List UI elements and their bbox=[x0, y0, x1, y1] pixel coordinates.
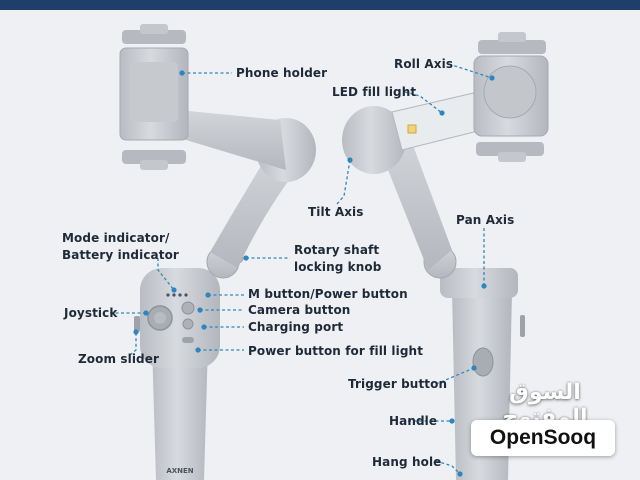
led-indicator-part bbox=[407, 124, 417, 134]
clamp-grip-top bbox=[140, 24, 168, 34]
label-handle: Handle bbox=[389, 414, 438, 428]
label-rotary-line2: locking knob bbox=[294, 260, 382, 274]
label-rotary-line1: Rotary shaft bbox=[294, 243, 380, 257]
right-side-slot bbox=[520, 315, 525, 337]
handle-logo: AXNEN bbox=[166, 467, 193, 475]
label-led-fill-light: LED fill light bbox=[332, 85, 417, 99]
phone-holder-plate bbox=[130, 62, 178, 122]
top-frame-bar bbox=[0, 0, 640, 10]
right-clamp-grip-top bbox=[498, 32, 526, 42]
leader-led bbox=[404, 91, 443, 114]
indicator-dot bbox=[184, 293, 188, 297]
clamp-top bbox=[122, 30, 186, 44]
clamp-bottom bbox=[122, 150, 186, 164]
label-phone-holder: Phone holder bbox=[236, 66, 328, 80]
left-gimbal: AXNEN bbox=[119, 24, 316, 480]
left-roll-arm bbox=[178, 110, 286, 170]
label-trigger-button: Trigger button bbox=[348, 377, 448, 391]
label-fill-light-power: Power button for fill light bbox=[248, 344, 424, 358]
zoom-slider-part bbox=[134, 316, 140, 332]
label-mode-indicator: Mode indicator/ Battery indicator bbox=[62, 230, 179, 264]
indicator-dot bbox=[166, 293, 170, 297]
leader-zoom bbox=[129, 332, 137, 356]
leader-tilt bbox=[336, 159, 351, 205]
label-rotary-knob: Rotary shaft locking knob bbox=[294, 242, 381, 276]
label-roll-axis: Roll Axis bbox=[394, 57, 454, 71]
leader-lines bbox=[110, 63, 493, 475]
joystick-cap bbox=[154, 312, 166, 324]
label-mode-indicator-line2: Battery indicator bbox=[62, 248, 179, 262]
label-mode-indicator-line1: Mode indicator/ bbox=[62, 231, 170, 245]
left-control-head bbox=[140, 268, 220, 368]
leader-mode-indicator bbox=[157, 258, 175, 291]
label-camera-button: Camera button bbox=[248, 303, 351, 317]
clamp-grip-bottom bbox=[140, 160, 168, 170]
m-button-part bbox=[181, 301, 195, 315]
label-zoom-slider: Zoom slider bbox=[78, 352, 159, 366]
label-tilt-axis: Tilt Axis bbox=[308, 205, 364, 219]
right-clamp-grip-bottom bbox=[498, 152, 526, 162]
label-joystick: Joystick bbox=[64, 306, 118, 320]
right-clamp-top bbox=[478, 40, 546, 54]
label-hang-hole: Hang hole bbox=[372, 455, 442, 469]
label-charging-port: Charging port bbox=[248, 320, 344, 334]
right-clamp-bottom bbox=[476, 142, 544, 156]
right-pan-motor bbox=[440, 268, 518, 298]
camera-button-part bbox=[182, 318, 194, 330]
label-pan-axis: Pan Axis bbox=[456, 213, 515, 227]
right-tilt-motor bbox=[342, 106, 406, 174]
leader-trigger bbox=[435, 367, 475, 385]
roll-motor-part bbox=[483, 65, 537, 119]
label-m-button: M button/Power button bbox=[248, 287, 408, 301]
indicator-dot bbox=[172, 293, 176, 297]
trigger-button-part bbox=[472, 347, 494, 377]
watermark-opensooq-text: OpenSooq bbox=[489, 426, 597, 449]
right-tilt-arm bbox=[380, 132, 452, 270]
fill-light-button-part bbox=[182, 337, 194, 343]
indicator-dot bbox=[178, 293, 182, 297]
leader-hang-hole bbox=[435, 460, 461, 475]
leader-dots bbox=[133, 70, 495, 477]
leader-roll bbox=[448, 63, 493, 79]
watermark-opensooq-badge: OpenSooq bbox=[471, 420, 615, 456]
